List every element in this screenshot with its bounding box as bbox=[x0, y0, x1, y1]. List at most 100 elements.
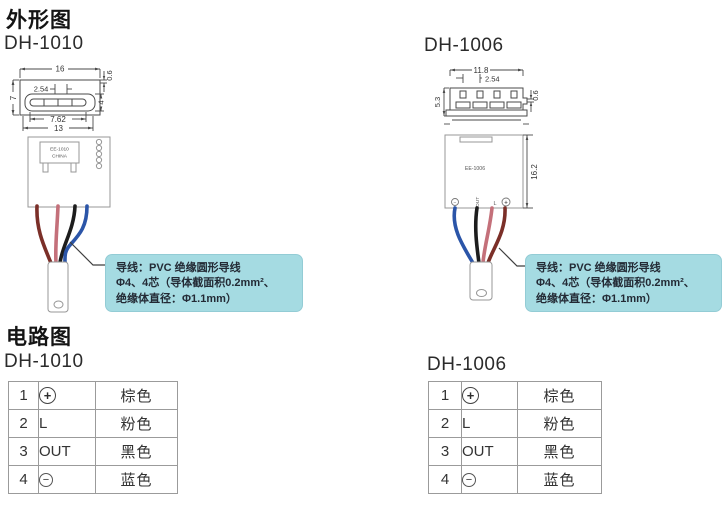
table-row: 2 L 粉色 bbox=[8, 409, 178, 438]
callout-line2: Φ4、4芯（导体截面积0.2mm²、 bbox=[116, 277, 275, 290]
dh1010-nameplate-line1: EE-1010 bbox=[50, 147, 69, 153]
wire-color: 黑色 bbox=[517, 437, 602, 466]
pin-signal: OUT bbox=[38, 437, 96, 466]
pin-number: 1 bbox=[8, 381, 39, 410]
wire-color: 蓝色 bbox=[95, 465, 178, 494]
callout-line1: 导线：PVC 绝缘圆形导线 bbox=[116, 262, 241, 274]
outline-section-title: 外形图 bbox=[6, 9, 72, 32]
dim-pitch-label: 2.54 bbox=[34, 85, 49, 94]
dh1006-body bbox=[444, 134, 524, 209]
pin-signal: − bbox=[38, 465, 96, 494]
table-row: 2 L 粉色 bbox=[428, 409, 602, 438]
cable-sheath bbox=[47, 261, 69, 313]
dh1010-circuit-label: DH-1010 bbox=[4, 351, 84, 372]
wire-color: 棕色 bbox=[95, 381, 178, 410]
pin-plus-label: + bbox=[504, 201, 508, 207]
dh1010-connector-outline bbox=[19, 79, 101, 116]
pin-minus-label: − bbox=[454, 200, 457, 206]
blue-wire bbox=[452, 206, 475, 265]
brown-wire bbox=[486, 206, 507, 265]
dim-inner-width-label: 7.62 bbox=[50, 115, 66, 124]
table-row: 4 − 蓝色 bbox=[428, 465, 602, 494]
dh1010-wire-callout: 导线：PVC 绝缘圆形导线 Φ4、4芯（导体截面积0.2mm²、 绝缘体直径：Φ… bbox=[105, 254, 303, 313]
pin-signal: − bbox=[461, 465, 518, 494]
dh1010-body-drawing: EE-1010 CHINA bbox=[27, 136, 111, 313]
pin-signal: + bbox=[38, 381, 96, 410]
wire-color: 黑色 bbox=[95, 437, 178, 466]
table-row: 1 + 棕色 bbox=[8, 381, 178, 410]
blue-wire bbox=[63, 204, 89, 265]
callout-leader-line bbox=[498, 247, 525, 267]
dh1010-nameplate bbox=[39, 141, 80, 164]
dim-lip-label: 0.6 bbox=[105, 70, 114, 80]
mount-tab bbox=[42, 162, 49, 173]
dh1006-pin-table: 1 + 棕色 2 L 粉色 3 OUT 黑色 4 − 蓝色 bbox=[428, 381, 602, 494]
dh1010-nameplate-line2: CHINA bbox=[52, 154, 68, 160]
pin-signal: L bbox=[461, 409, 518, 438]
dh1006-wire-callout: 导线：PVC 绝缘圆形导线 Φ4、4芯（导体截面积0.2mm²、 绝缘体直径：Φ… bbox=[525, 254, 722, 313]
pink-wire bbox=[53, 204, 60, 265]
pin-number: 4 bbox=[8, 465, 39, 494]
dh1010-outline-label: DH-1010 bbox=[4, 33, 84, 54]
table-row: 3 OUT 黑色 bbox=[428, 437, 602, 466]
wire-color: 蓝色 bbox=[517, 465, 602, 494]
dim-slot-height-label: 4 bbox=[97, 100, 106, 104]
dim-pitch-label: 2.54 bbox=[485, 75, 500, 84]
table-row: 1 + 棕色 bbox=[428, 381, 602, 410]
wire-color: 棕色 bbox=[517, 381, 602, 410]
mount-tab bbox=[70, 162, 77, 173]
pink-wire bbox=[481, 206, 494, 265]
minus-circle-icon: − bbox=[462, 473, 476, 488]
dimension-arrowheads bbox=[442, 68, 533, 116]
plus-circle-icon: + bbox=[462, 387, 479, 405]
pin-signal: + bbox=[461, 381, 518, 410]
pin-signal: L bbox=[38, 409, 96, 438]
cable-end bbox=[53, 300, 64, 309]
dh1006-body-drawing: EE-1006 − OUT L + 16.2 bbox=[444, 134, 539, 301]
cable-end bbox=[476, 289, 487, 297]
pin-signal: OUT bbox=[461, 437, 518, 466]
dh1006-circuit-label: DH-1006 bbox=[427, 354, 507, 375]
dh1006-body-dimension bbox=[523, 134, 533, 209]
dimension-arrowheads bbox=[525, 135, 529, 208]
dim-outer-width-label: 13 bbox=[54, 124, 63, 133]
table-row: 4 − 蓝色 bbox=[8, 465, 178, 494]
circuit-section-title: 电路图 bbox=[6, 326, 72, 349]
pin-out-label: OUT bbox=[475, 197, 481, 207]
dh1006-connector-outline bbox=[445, 87, 528, 121]
pin-l-label: L bbox=[493, 201, 496, 207]
black-wire bbox=[473, 206, 481, 265]
callout-line3: 绝缘体直径：Φ1.1mm） bbox=[536, 292, 657, 305]
wire-color: 粉色 bbox=[95, 409, 178, 438]
minus-circle-icon bbox=[451, 198, 459, 206]
plus-circle-icon bbox=[501, 197, 511, 207]
brown-wire bbox=[35, 204, 53, 265]
callout-leader-line bbox=[69, 241, 106, 266]
dim-body-height-label: 16.2 bbox=[530, 164, 539, 180]
cable-sheath bbox=[469, 261, 493, 301]
dh1010-pin-table: 1 + 棕色 2 L 粉色 3 OUT 黑色 4 − 蓝色 bbox=[8, 381, 178, 494]
dimension-arrowheads bbox=[11, 67, 106, 130]
wire-color: 粉色 bbox=[517, 409, 602, 438]
pin-number: 2 bbox=[8, 409, 39, 438]
pin-number: 1 bbox=[428, 381, 462, 410]
dim-lip-label: 0.6 bbox=[531, 90, 540, 100]
dim-width-label: 11.8 bbox=[474, 66, 490, 75]
vent-holes bbox=[95, 138, 103, 170]
plus-circle-icon: + bbox=[39, 387, 56, 405]
dh1006-dimension-drawing: 11.8 2.54 5.3 0.6 bbox=[433, 66, 540, 125]
pin-number: 3 bbox=[8, 437, 39, 466]
black-wire bbox=[58, 204, 77, 265]
minus-circle-icon: − bbox=[39, 473, 53, 488]
dh1010-dimension-drawing: 16 7 2.54 0.6 4 7.62 13 bbox=[9, 65, 114, 134]
dim-width-label: 16 bbox=[56, 65, 65, 74]
pin-number: 2 bbox=[428, 409, 462, 438]
callout-line3: 绝缘体直径：Φ1.1mm） bbox=[116, 292, 237, 305]
top-slot bbox=[459, 136, 493, 143]
dh1006-nameplate: EE-1006 bbox=[465, 166, 485, 172]
pin-number: 3 bbox=[428, 437, 462, 466]
dh1006-outline-label: DH-1006 bbox=[424, 35, 504, 56]
pin-number: 4 bbox=[428, 465, 462, 494]
dim-height-label: 5.3 bbox=[433, 97, 442, 107]
